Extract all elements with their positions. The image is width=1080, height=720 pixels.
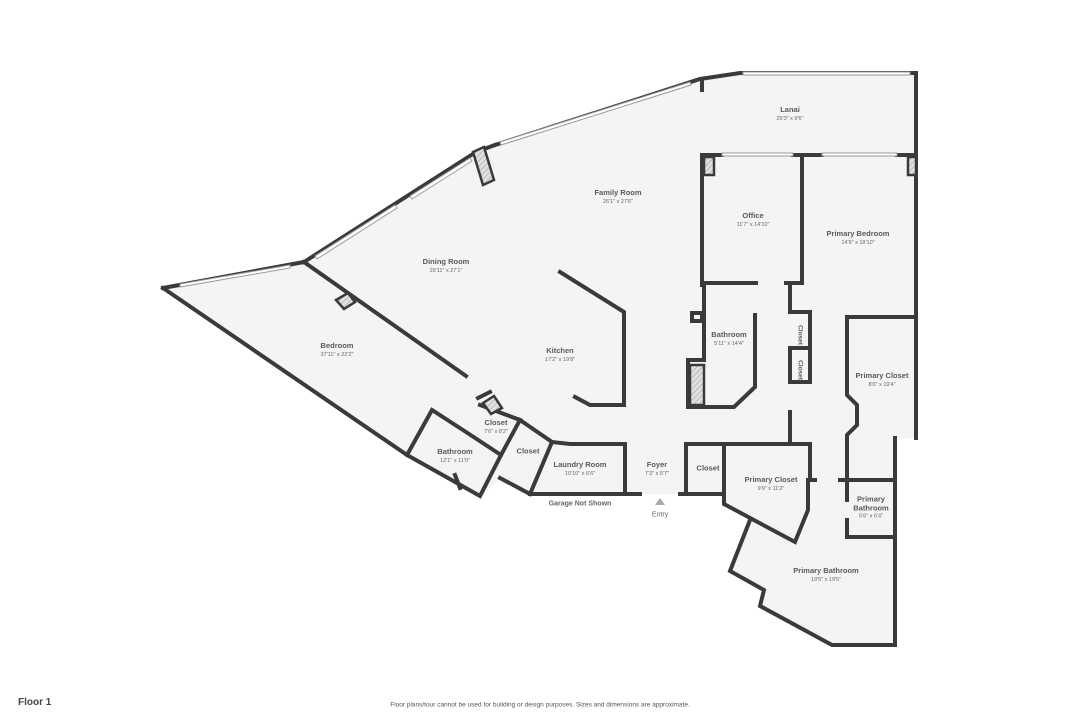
room-lanai: Lanai 25'3" x 9'6" — [776, 105, 804, 122]
room-dining-room: Dining Room 29'11" x 27'1" — [422, 257, 470, 274]
room-dims: 17'2" x 19'8" — [544, 356, 576, 363]
room-closet-hall-2: Closet — [796, 360, 804, 380]
room-primary-bathroom-large: Primary Bathroom 19'5" x 19'5" — [793, 566, 859, 583]
room-name: Lanai — [780, 105, 800, 115]
windows — [179, 71, 911, 288]
disclaimer: Floor plans/tour cannot be used for buil… — [390, 701, 690, 709]
room-bathroom-bedroom: Bathroom 12'1" x 11'0" — [437, 447, 473, 464]
room-closet-laundry: Closet — [516, 446, 540, 457]
room-name: Primary Bedroom — [826, 229, 890, 239]
room-name: Dining Room — [422, 257, 470, 267]
room-bathroom-hall: Bathroom 5'11" x 14'4" — [711, 330, 747, 347]
room-office: Office 11'7" x 14'10" — [736, 211, 770, 228]
room-name: Primary Bathroom — [853, 494, 889, 513]
room-dims: 7'6" x 8'2" — [483, 428, 509, 435]
room-name: Primary Bathroom — [793, 566, 859, 576]
room-dims: 37'11" x 22'2" — [320, 351, 354, 358]
room-primary-closet-2: Primary Closet 9'9" x 11'2" — [744, 475, 798, 492]
entry-label: Entry — [651, 511, 669, 519]
room-bedroom: Bedroom 37'11" x 22'2" — [320, 341, 354, 358]
room-closet-bedroom: Closet 7'6" x 8'2" — [483, 418, 509, 435]
room-primary-bathroom-small: Primary Bathroom 5'6" x 6'4" — [851, 494, 891, 521]
entry-arrow-icon — [655, 498, 665, 505]
room-dims: 29'11" x 27'1" — [429, 267, 463, 274]
room-name: Bathroom — [711, 330, 747, 340]
room-name: Closet — [516, 446, 540, 456]
room-name: Foyer — [646, 460, 668, 470]
room-name: Kitchen — [546, 346, 574, 356]
room-dims: 26'1" x 27'6" — [602, 198, 634, 205]
floor-label: Floor 1 — [18, 697, 52, 708]
room-name: Closet — [696, 463, 720, 473]
room-name: Closet — [796, 360, 804, 380]
room-family-room: Family Room 26'1" x 27'6" — [594, 188, 642, 205]
room-foyer: Foyer 7'3" x 5'7" — [644, 460, 670, 477]
room-dims: 25'3" x 9'6" — [776, 115, 804, 122]
structural-columns — [334, 145, 918, 416]
room-name: Bedroom — [320, 341, 354, 351]
room-name: Office — [742, 211, 764, 221]
room-name: Closet — [484, 418, 508, 428]
room-kitchen: Kitchen 17'2" x 19'8" — [544, 346, 576, 363]
room-dims: 10'10" x 6'6" — [564, 470, 596, 477]
room-name: Primary Closet — [855, 371, 909, 381]
room-dims: 9'9" x 11'2" — [757, 485, 785, 492]
room-dims: 5'6" x 6'4" — [858, 513, 884, 520]
room-dims: 14'9" x 18'10" — [841, 239, 875, 246]
room-dims: 19'5" x 19'5" — [810, 576, 842, 583]
room-dims: 12'1" x 11'0" — [440, 457, 470, 464]
room-name: Primary Closet — [744, 475, 798, 485]
floor-area — [163, 73, 916, 645]
room-name: Laundry Room — [553, 460, 607, 470]
garage-note: Garage Not Shown — [548, 500, 612, 508]
room-closet-foyer: Closet — [696, 463, 720, 474]
room-dims: 7'3" x 5'7" — [644, 470, 670, 477]
room-laundry: Laundry Room 10'10" x 6'6" — [553, 460, 607, 477]
room-closet-hall-1: Closet — [796, 325, 804, 345]
room-primary-closet-1: Primary Closet 8'0" x 19'4" — [855, 371, 909, 388]
room-dims: 5'11" x 14'4" — [714, 340, 744, 347]
room-name: Bathroom — [437, 447, 473, 457]
room-dims: 11'7" x 14'10" — [736, 221, 770, 228]
walls — [160, 71, 918, 647]
room-name: Closet — [796, 325, 804, 345]
room-dims: 8'0" x 19'4" — [868, 381, 896, 388]
room-primary-bedroom: Primary Bedroom 14'9" x 18'10" — [826, 229, 890, 246]
room-name: Family Room — [594, 188, 642, 198]
